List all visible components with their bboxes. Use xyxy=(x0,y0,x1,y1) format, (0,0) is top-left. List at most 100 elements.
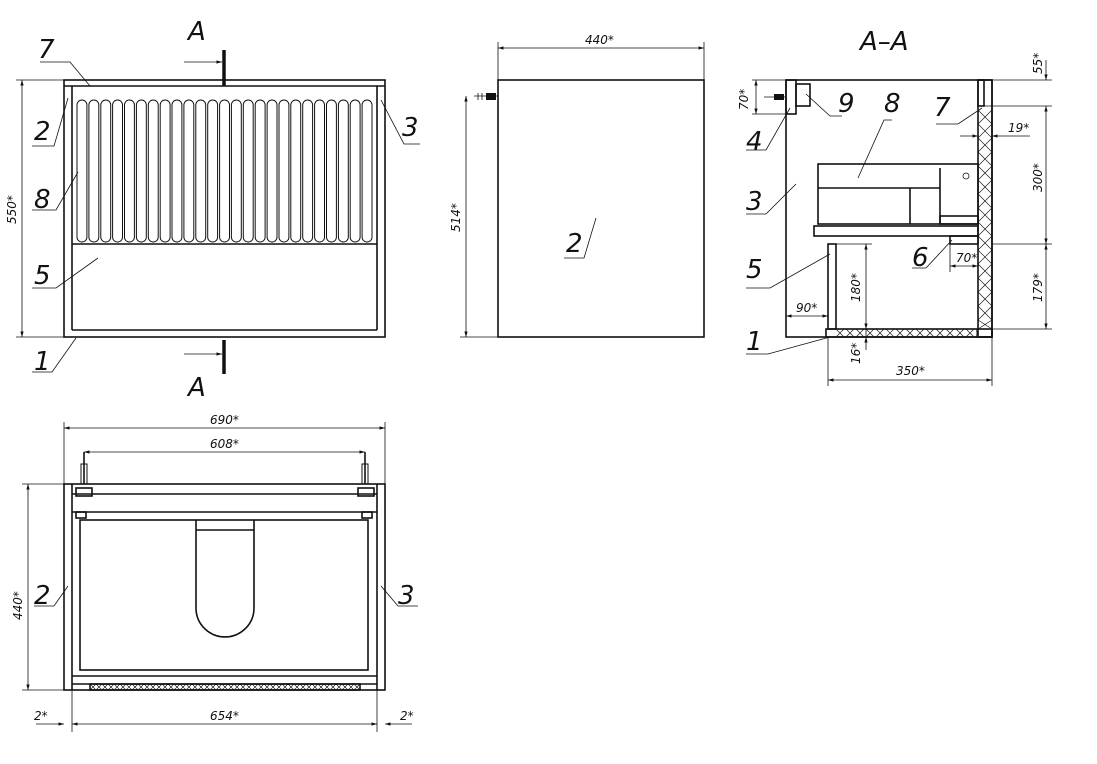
hatch-line xyxy=(347,683,355,691)
facade-slat xyxy=(195,99,207,243)
top-panel-rear xyxy=(977,79,985,107)
hatch-line xyxy=(977,151,993,167)
hatch-line xyxy=(233,683,241,691)
leader-2-side xyxy=(564,217,597,259)
dim-514: 514* xyxy=(449,203,463,232)
hatch-line xyxy=(215,683,223,691)
hatch-line xyxy=(977,193,993,209)
top-clip-left xyxy=(75,511,87,519)
drawer-box-8 xyxy=(817,163,979,225)
hatch-line xyxy=(269,683,277,691)
facade-slat xyxy=(361,99,373,243)
label-part-6: 6 xyxy=(912,243,929,273)
dim-16: 16* xyxy=(849,343,863,364)
label-part-8-section: 8 xyxy=(884,89,901,119)
section-letter-bottom: A xyxy=(186,373,206,403)
drawer-handle-hole xyxy=(962,172,970,180)
hatch-line xyxy=(329,683,337,691)
dim-55: 55* xyxy=(1031,53,1045,74)
dim-70-top: 70* xyxy=(737,89,751,110)
facade-slat xyxy=(242,99,254,243)
top-bracket-left xyxy=(75,487,93,497)
facade-slat xyxy=(349,99,361,243)
hatch-line xyxy=(101,683,109,691)
dim-70: 70* xyxy=(956,251,977,265)
top-screw-left xyxy=(80,452,88,485)
hatch-line xyxy=(275,683,283,691)
hatch-line xyxy=(155,683,163,691)
top-bracket-right xyxy=(357,487,375,497)
hatch-line xyxy=(885,328,895,338)
label-part-1-section: 1 xyxy=(746,327,763,357)
hatch-line xyxy=(317,683,325,691)
dim-350: 350* xyxy=(896,364,925,378)
hatch-line xyxy=(209,683,217,691)
leader-2-top xyxy=(34,585,69,607)
top-drawer-outline xyxy=(79,519,369,671)
leader-1-section xyxy=(746,336,831,355)
hatch-line xyxy=(955,328,965,338)
back-panel xyxy=(977,79,993,338)
dim-2-left: 2* xyxy=(34,709,48,723)
hatch-line xyxy=(203,683,211,691)
dim-608: 608* xyxy=(210,437,239,451)
facade-slat xyxy=(183,99,195,243)
facade-slat xyxy=(124,99,135,243)
hatch-line xyxy=(895,328,905,338)
facade-slat xyxy=(254,99,266,243)
facade-slat xyxy=(112,99,123,243)
facade-slat xyxy=(230,99,242,243)
section-view: A–A xyxy=(737,27,1052,386)
top-view: 690* 608* 440* 654* 2* 2* 2 3 xyxy=(11,413,418,732)
label-part-2-top: 2 xyxy=(34,581,51,611)
hatch-line xyxy=(257,683,265,691)
hatch-line xyxy=(89,683,97,691)
hatch-line xyxy=(173,683,181,691)
hatch-line xyxy=(197,683,205,691)
dim-654: 654* xyxy=(210,709,239,723)
hatch-line xyxy=(975,328,979,338)
hatch-line xyxy=(977,207,993,223)
leader-8-section xyxy=(857,119,892,179)
hatch-line xyxy=(263,683,271,691)
hatch-line xyxy=(185,683,193,691)
section-title: A–A xyxy=(858,27,909,57)
leader-1 xyxy=(32,337,77,373)
hatch-line xyxy=(845,328,855,338)
hatch-line xyxy=(251,683,259,691)
facade-slat xyxy=(171,99,183,243)
facade-slat xyxy=(278,99,290,243)
hatch-line xyxy=(107,683,115,691)
facade-slat xyxy=(147,99,159,243)
leader-2 xyxy=(32,97,69,147)
hatch-line xyxy=(287,683,295,691)
hatch-line xyxy=(977,277,993,293)
hatch-line xyxy=(131,683,139,691)
label-part-3-top: 3 xyxy=(398,581,415,611)
dim-300: 300* xyxy=(1031,163,1045,192)
hatch-line xyxy=(855,328,865,338)
hatch-line xyxy=(977,137,993,153)
leader-7-section xyxy=(936,107,983,125)
facade-slat xyxy=(326,99,337,243)
label-part-7-section: 7 xyxy=(934,93,951,123)
dim-90: 90* xyxy=(796,301,817,315)
top-screw-right xyxy=(361,452,369,485)
hatch-line xyxy=(293,683,301,691)
hatch-line xyxy=(335,683,343,691)
label-part-5-section: 5 xyxy=(746,255,763,285)
facade-slat xyxy=(290,99,302,243)
leader-3-section xyxy=(746,183,797,215)
label-part-3-section: 3 xyxy=(746,187,763,217)
back-panel-hatch xyxy=(977,109,993,330)
facade-slat xyxy=(266,99,278,243)
label-part-9: 9 xyxy=(838,89,855,119)
label-part-1: 1 xyxy=(34,347,51,377)
dim-179: 179* xyxy=(1031,273,1045,302)
wall-screw xyxy=(474,93,498,100)
facade-slat xyxy=(135,99,147,243)
dim-550: 550* xyxy=(5,195,19,224)
facade-slat xyxy=(219,99,231,243)
fluted-facade xyxy=(76,99,373,243)
